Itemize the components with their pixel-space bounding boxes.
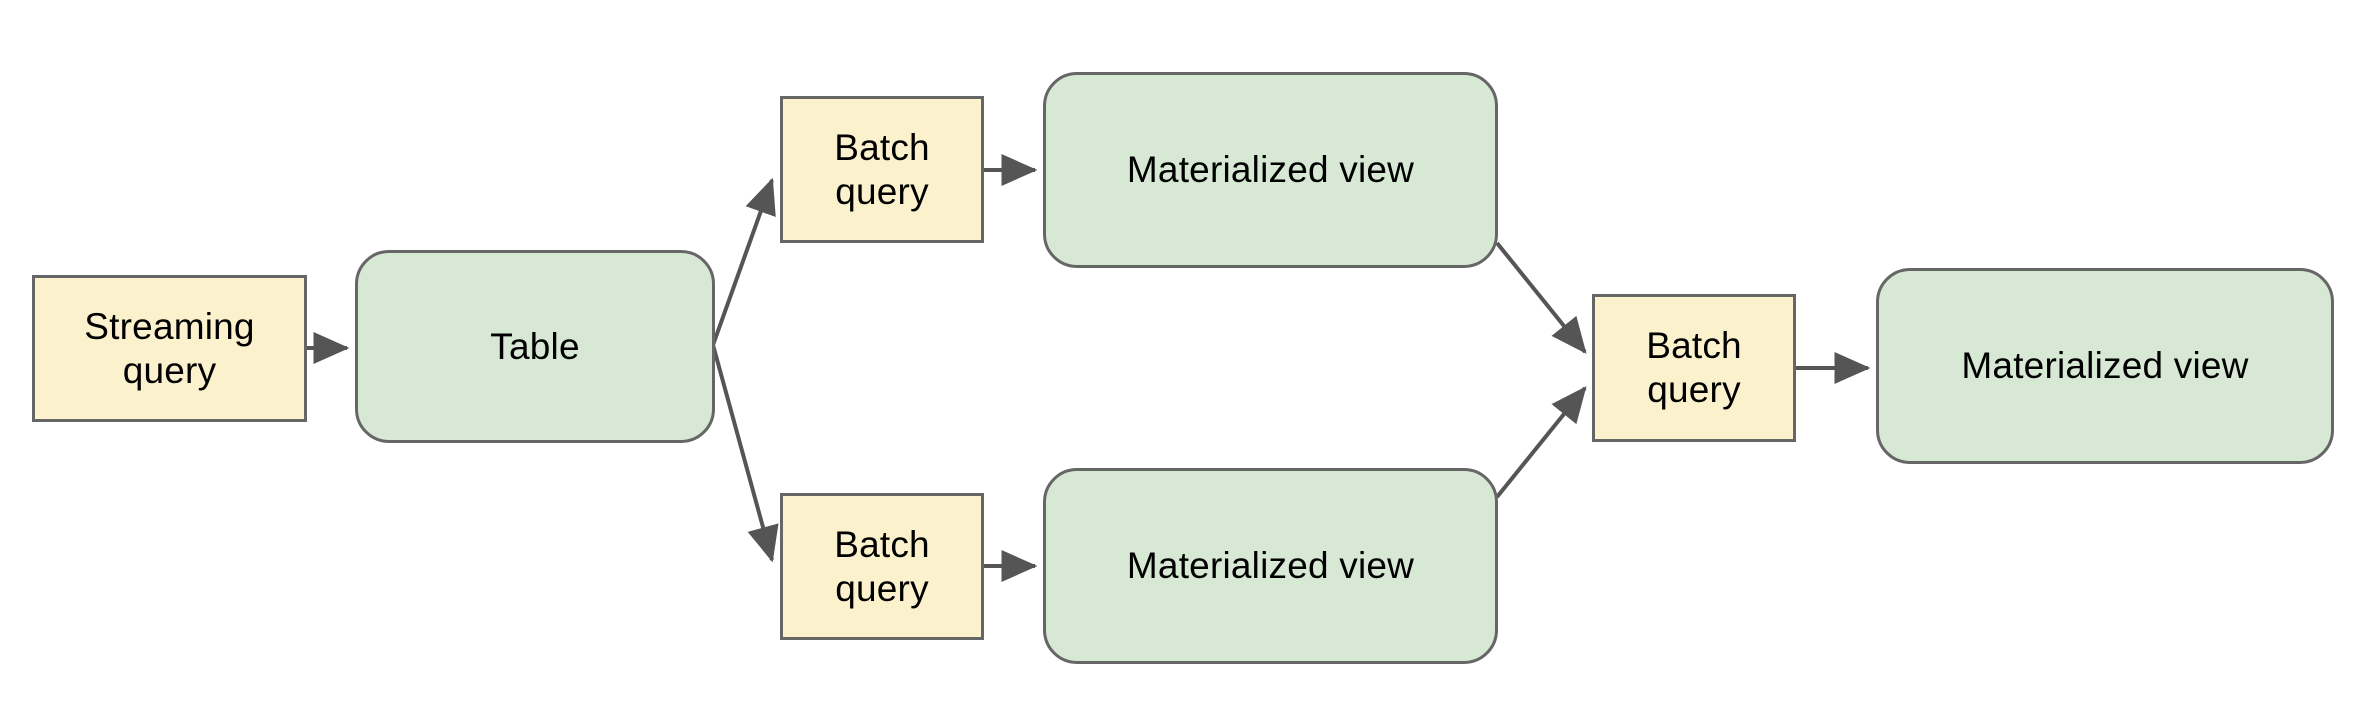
node-batch-query-bottom[interactable]: Batch query: [780, 493, 984, 640]
node-streaming-query[interactable]: Streaming query: [32, 275, 307, 422]
node-label: Materialized view: [1126, 545, 1415, 587]
node-label: Batch query: [834, 126, 930, 212]
node-label: Materialized view: [1961, 345, 2249, 387]
edge-table-to-batch-query-top: [711, 177, 776, 346]
node-label: Batch query: [834, 523, 930, 609]
node-materialized-view-top[interactable]: Materialized view: [1043, 72, 1498, 268]
node-batch-query-top[interactable]: Batch query: [780, 96, 984, 243]
node-label: Batch query: [1646, 325, 1742, 410]
node-batch-query-join[interactable]: Batch query: [1592, 294, 1796, 442]
node-materialized-view-final[interactable]: Materialized view: [1876, 268, 2334, 464]
edge-table-to-batch-query-bottom: [711, 344, 779, 563]
node-label: Streaming query: [84, 305, 255, 391]
node-label: Table: [490, 325, 580, 367]
node-label: Materialized view: [1126, 149, 1415, 191]
node-materialized-view-bottom[interactable]: Materialized view: [1043, 468, 1498, 664]
edge-materialized-view-top-to-batch-query-join: [1495, 241, 1587, 354]
node-table[interactable]: Table: [355, 250, 715, 443]
edge-materialized-view-bottom-to-batch-query-join: [1495, 386, 1587, 499]
